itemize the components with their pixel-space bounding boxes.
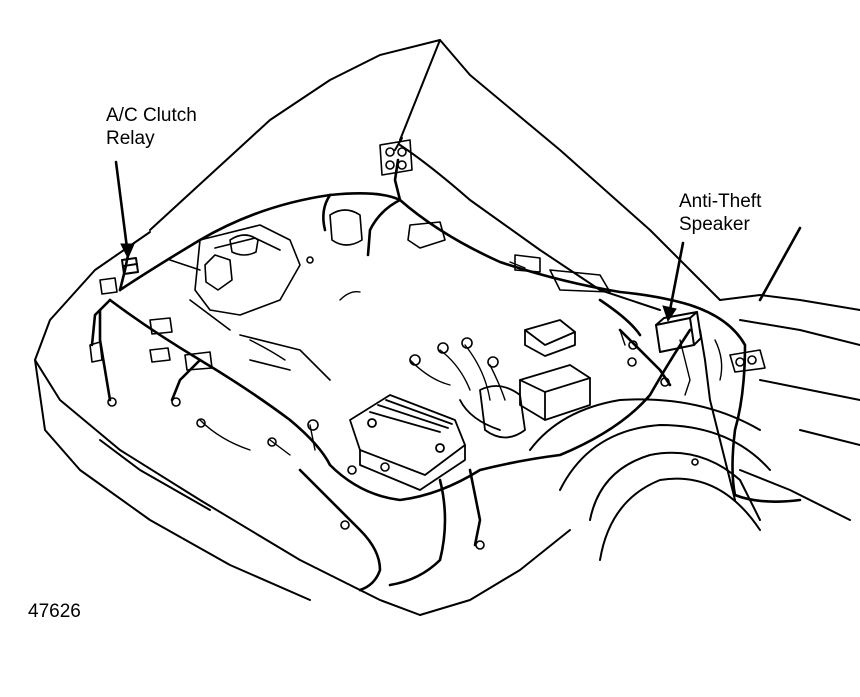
car-body [34, 231, 860, 616]
anti-theft-speaker-label: Anti-Theft Speaker [679, 190, 761, 236]
harness-branches [199, 261, 723, 456]
anti-theft-speaker [655, 311, 702, 353]
ac-relay-leader [114, 160, 129, 250]
reservoirs [329, 139, 611, 293]
wheel [529, 398, 771, 561]
connectors [89, 254, 766, 550]
callout-leaders [114, 160, 802, 312]
anti-theft-speaker-label-line2: Speaker [679, 214, 750, 235]
ac-relay-arrowhead [120, 243, 135, 260]
arrowheads [120, 243, 677, 323]
figure-number: 47626 [28, 601, 81, 622]
battery [349, 394, 466, 491]
ac-clutch-relay-label-line2: Relay [106, 128, 155, 149]
air-cleaner [459, 319, 591, 439]
ac-clutch-relay-label-line1: A/C Clutch [106, 105, 197, 126]
wiring-harness [90, 158, 802, 592]
anti-theft-speaker-label-line1: Anti-Theft [679, 191, 762, 212]
anti-theft-leader [668, 241, 685, 312]
ac-clutch-relay [121, 257, 139, 275]
ac-clutch-relay-label: A/C Clutch Relay [106, 104, 197, 150]
hood [149, 39, 721, 311]
anti-theft-arrowhead [662, 305, 677, 323]
speaker-extra-leader [758, 226, 802, 302]
compartment-panels [169, 224, 331, 381]
